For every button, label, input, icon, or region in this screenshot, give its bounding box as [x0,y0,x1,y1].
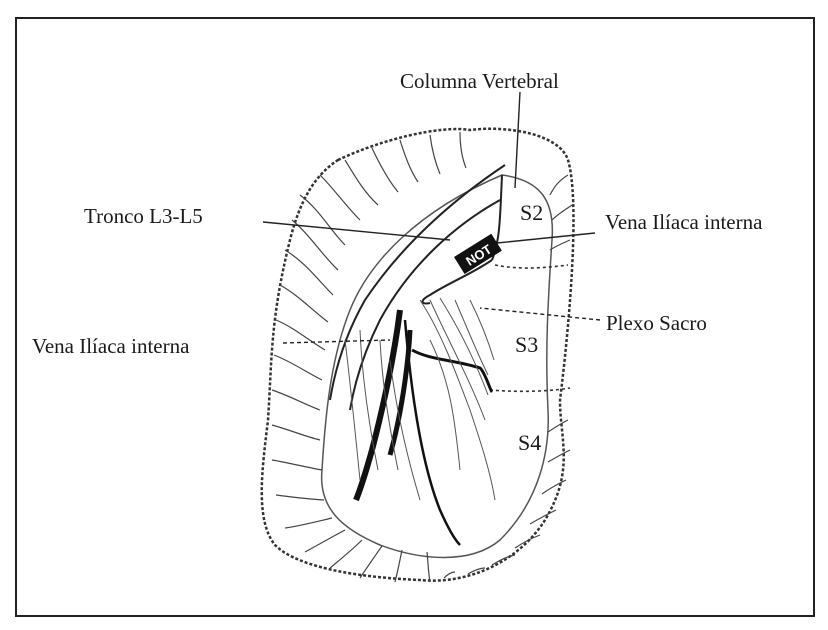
segment-label-s4: S4 [518,430,541,455]
segment-label-s3: S3 [515,332,538,357]
label-tronco: Tronco L3-L5 [84,204,203,228]
segment-label-s2: S2 [520,200,543,225]
label-columna-vertebral: Columna Vertebral [400,69,559,93]
segment-boundaries [490,265,570,391]
label-vena-iliaca-left: Vena Ilíaca interna [32,334,190,358]
label-vena-iliaca-right: Vena Ilíaca interna [605,210,763,234]
leader-lines [263,92,600,343]
vein-bundle [356,310,492,545]
vertebral-column [330,165,505,410]
label-plexo-sacro: Plexo Sacro [606,311,707,335]
